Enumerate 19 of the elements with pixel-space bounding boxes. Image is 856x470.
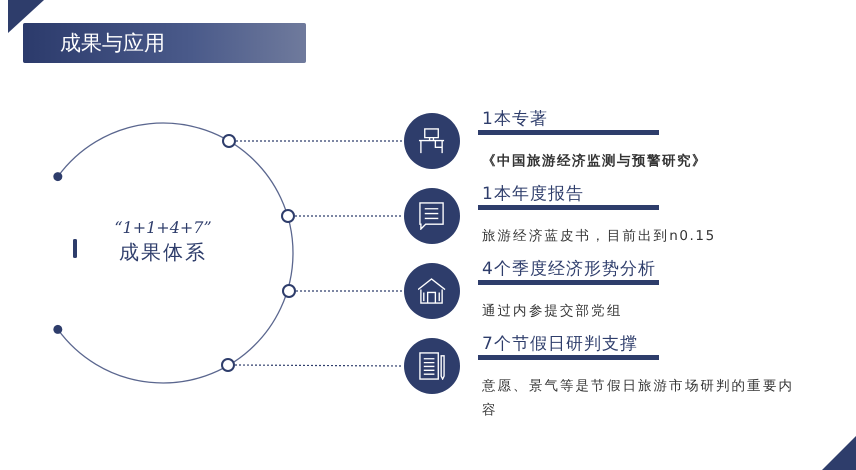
dotted-connector: [296, 290, 403, 292]
description: 《中国旅游经济监测与预警研究》: [482, 152, 708, 171]
quote-text: “1+1+4+7”: [114, 218, 212, 237]
heading: 7个节假日研判支撑: [478, 333, 659, 360]
ring-node: [221, 358, 235, 372]
ring-node: [281, 209, 295, 223]
heading: 1本专著: [478, 108, 659, 135]
center-title: 成果体系: [119, 239, 207, 266]
description: 意愿、景气等是节假日旅游市场研判的重要内容: [482, 377, 795, 420]
description: 通过内参提交部党组: [482, 302, 624, 321]
ring-node: [222, 134, 236, 148]
ring-node: [282, 284, 296, 298]
heading: 1本年度报告: [478, 183, 659, 210]
dotted-connector: [235, 364, 403, 367]
heading: 4个季度经济形势分析: [478, 258, 659, 285]
dotted-connector: [295, 215, 403, 217]
dotted-connector: [236, 140, 403, 142]
title-banner: 成果与应用: [23, 23, 306, 63]
description: 旅游经济蓝皮书，目前出到n0.15: [482, 227, 717, 246]
